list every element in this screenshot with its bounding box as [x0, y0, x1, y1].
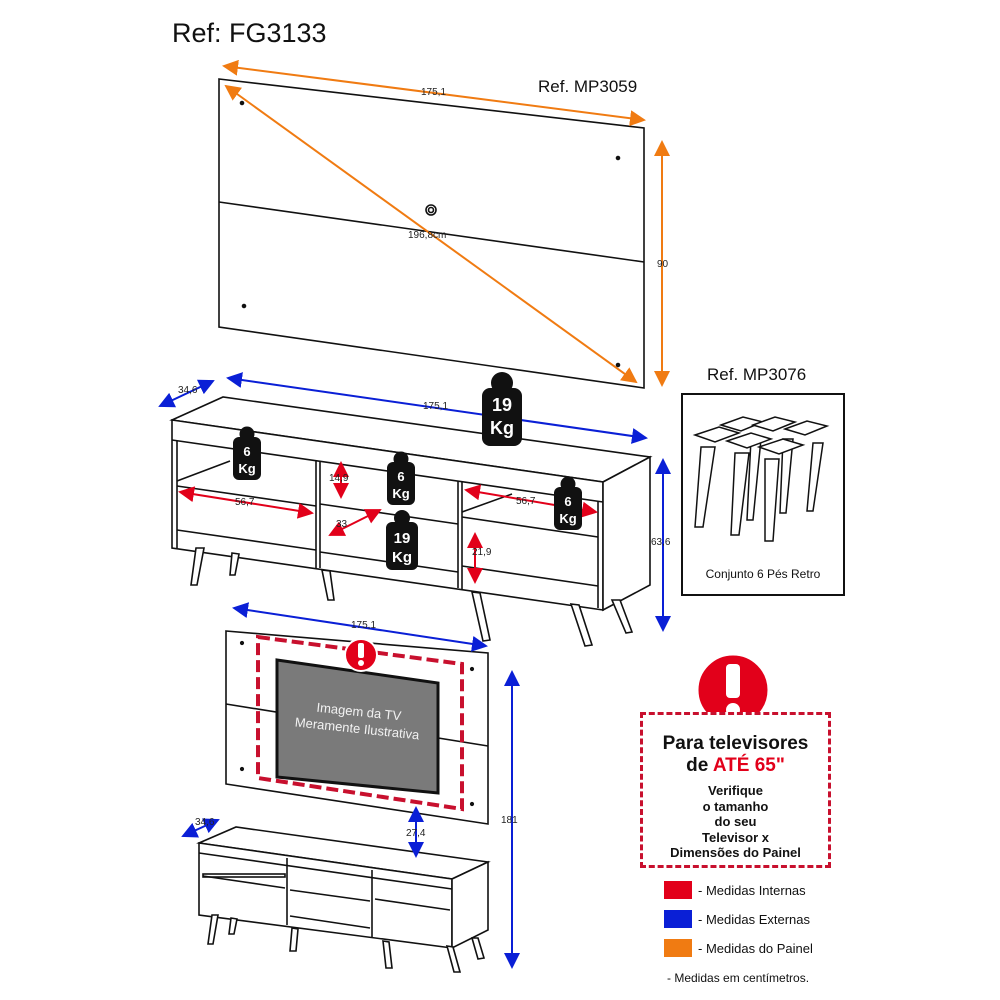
notice-line2-highlight: ATÉ 65": [712, 755, 785, 776]
notice-line1: Para televisores: [662, 733, 809, 754]
niche-depth-arrow: [328, 509, 382, 536]
notice-body: Verifique o tamanho do seu Televisor x D…: [643, 783, 828, 861]
retro-legs-illustration: [692, 416, 830, 542]
weight-unit: Kg: [490, 418, 514, 438]
legend-label: - Medidas do Painel: [698, 941, 813, 956]
warning-icon-large: [695, 652, 771, 728]
weight-unit: Kg: [238, 461, 255, 476]
weight-value: 6: [397, 469, 404, 484]
notice-title: Para televisores de ATÉ 65": [643, 733, 828, 777]
tv-size-notice: Para televisores de ATÉ 65" Verifique o …: [640, 712, 831, 868]
notice-line2: de ATÉ 65": [643, 755, 828, 777]
assembly-width-label: 175,1: [351, 620, 377, 631]
notice-body-line: do seu: [714, 814, 757, 829]
notice-body-line: Televisor x: [702, 829, 769, 845]
panel-height-label: 90: [657, 259, 669, 270]
legend-label: - Medidas Externas: [698, 912, 810, 927]
rack-height-label: 63,6: [651, 537, 671, 548]
weight-unit: Kg: [392, 486, 409, 501]
weight-unit: Kg: [392, 549, 412, 566]
notice-body-line: Verifique: [708, 783, 763, 798]
rack-depth-arrow: [158, 379, 215, 408]
assembly-gap-label: 27,4: [406, 828, 426, 839]
rack-depth-label: 34,6: [178, 385, 198, 396]
legs-set-box: Conjunto 6 Pés Retro: [681, 393, 845, 596]
panel-diagonal-label: 196,8cm: [408, 230, 447, 241]
notice-body-line: o tamanho: [702, 798, 769, 814]
panel-diagonal-arrow: [224, 84, 638, 384]
legend-swatch: [664, 939, 692, 957]
weight-tag-19kg-top: 19 Kg: [482, 372, 522, 446]
assembly-depth-arrow: [181, 818, 220, 838]
legend-label: - Medidas Internas: [698, 883, 806, 898]
weight-tag-6kg-right: 6 Kg: [554, 476, 582, 530]
assembly-width-arrow: [232, 602, 488, 652]
units-footnote: - Medidas em centímetros.: [667, 971, 810, 985]
tv-limit-zone: [256, 634, 464, 812]
niche-left-width-arrow: [178, 486, 314, 519]
page-title: Ref: FG3133: [172, 18, 327, 48]
weight-tag-19kg-bottom: 19 Kg: [386, 510, 418, 570]
assembly-rack: [196, 826, 491, 973]
legs-caption: Conjunto 6 Pés Retro: [705, 567, 821, 581]
weight-tag-6kg-center: 6 Kg: [387, 451, 415, 505]
weight-value: 6: [564, 494, 571, 509]
legend-swatch: [664, 910, 692, 928]
warning-icon-small: [344, 638, 378, 672]
rack-width-arrow: [226, 372, 648, 444]
weight-value: 6: [243, 444, 250, 459]
niche-bottom-height-label: 21,9: [472, 547, 492, 558]
niche-left-width-label: 56,7: [235, 497, 255, 508]
niche-top-height-label: 14,9: [329, 473, 349, 484]
assembly-height-label: 181: [501, 815, 518, 826]
legend-swatch: [664, 881, 692, 899]
notice-line2-prefix: de: [686, 755, 713, 776]
tv-screen: [275, 658, 440, 795]
assembly-depth-label: 34,6: [195, 817, 215, 828]
weight-tag-6kg-left: 6 Kg: [233, 426, 261, 480]
niche-right-width-label: 56,7: [516, 496, 536, 507]
notice-body-line: Dimensões do Painel: [670, 845, 801, 860]
rack-width-label: 175,1: [423, 401, 449, 412]
weight-value: 19: [394, 530, 411, 547]
niche-depth-label: 33: [336, 519, 348, 530]
legs-ref-label: Ref. MP3076: [707, 365, 807, 384]
panel-ref-label: Ref. MP3059: [538, 77, 638, 96]
weight-value: 19: [492, 395, 512, 415]
weight-unit: Kg: [559, 511, 576, 526]
panel-width-label: 175,1: [421, 87, 447, 98]
